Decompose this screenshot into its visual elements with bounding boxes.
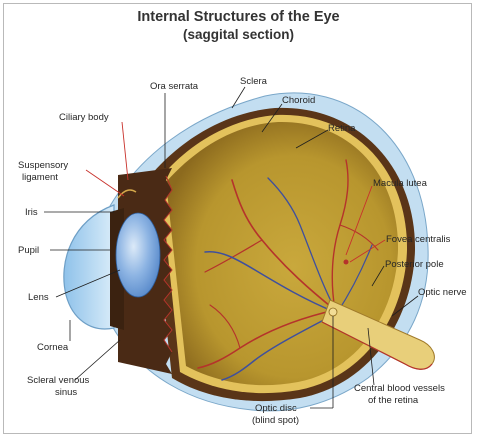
label-scleral-venous-line1: Scleral venous — [27, 375, 90, 386]
label-sclera: Sclera — [240, 76, 268, 87]
label-lens: Lens — [28, 292, 49, 303]
label-central-vessels-line1: Central blood vessels — [354, 383, 445, 394]
label-cornea: Cornea — [37, 342, 69, 353]
cornea — [64, 205, 114, 329]
label-choroid: Choroid — [282, 95, 315, 106]
leader-ciliary-body — [122, 122, 128, 180]
label-macula-lutea: Macula lutea — [373, 178, 428, 189]
label-posterior-pole: Posterior pole — [385, 259, 444, 270]
label-suspensory-line2: ligament — [22, 172, 58, 183]
label-fovea-centralis: Fovea centralis — [386, 234, 451, 245]
label-optic-disc-line1: Optic disc — [255, 403, 297, 414]
fovea-centralis-spot — [344, 260, 349, 265]
label-optic-disc-line2: (blind spot) — [252, 415, 299, 426]
label-iris: Iris — [25, 207, 38, 218]
label-optic-nerve: Optic nerve — [418, 287, 467, 298]
label-central-vessels-line2: of the retina — [368, 395, 419, 406]
label-scleral-venous-line2: sinus — [55, 387, 77, 398]
lens — [116, 213, 160, 297]
label-pupil: Pupil — [18, 245, 39, 256]
label-ora-serrata: Ora serrata — [150, 81, 199, 92]
optic-disc — [329, 308, 337, 316]
label-ciliary-body: Ciliary body — [59, 112, 109, 123]
leader-scleral-venous-sinus — [75, 340, 120, 380]
label-suspensory-line1: Suspensory — [18, 160, 68, 171]
label-retina: Retina — [328, 123, 356, 134]
